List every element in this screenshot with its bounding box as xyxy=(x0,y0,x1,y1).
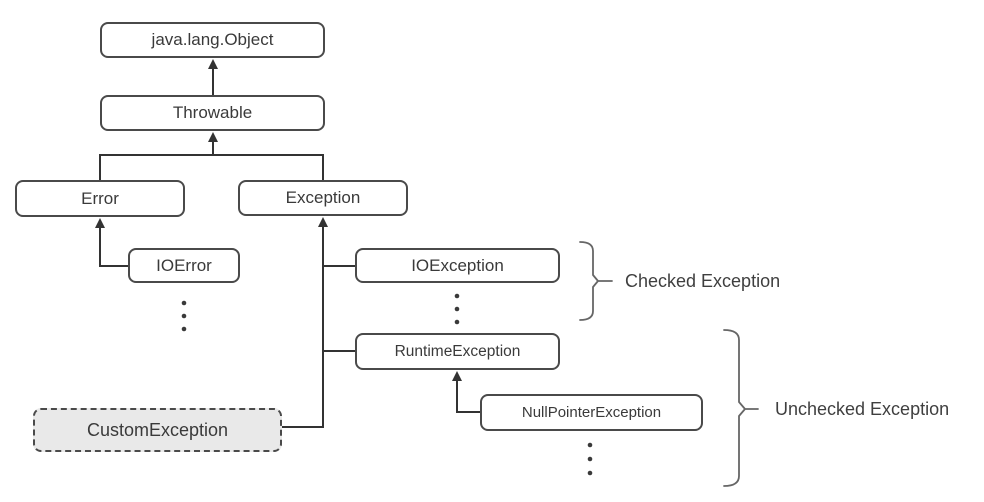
arrowhead-to-runtime xyxy=(452,371,462,381)
unchecked-exception-label: Unchecked Exception xyxy=(775,396,949,422)
node-java-lang-object: java.lang.Object xyxy=(100,22,325,58)
edge-npe-runtime xyxy=(456,380,480,413)
node-throwable: Throwable xyxy=(100,95,325,131)
node-ioexception-label: IOException xyxy=(411,255,504,275)
edge-junction-error-exception xyxy=(99,141,324,180)
node-exception-label: Exception xyxy=(285,188,361,207)
node-ioexception: IOException xyxy=(355,248,560,283)
checked-exception-label-text: Checked Exception xyxy=(625,270,781,291)
checked-exception-bracket xyxy=(579,241,613,321)
arrowhead-to-throwable xyxy=(208,132,218,142)
node-throwable-label: Throwable xyxy=(172,103,253,122)
arrowhead-to-object xyxy=(208,59,218,69)
node-error-label: Error xyxy=(81,188,119,208)
edge-exception-trunk xyxy=(282,226,355,428)
node-error: Error xyxy=(15,180,185,217)
ellipsis-under-npe xyxy=(587,442,593,476)
node-custom-exception: CustomException xyxy=(33,408,282,452)
node-runtime-exception-label: RuntimeException xyxy=(394,342,521,360)
node-null-pointer-exception: NullPointerException xyxy=(480,394,703,431)
node-java-lang-object-label: java.lang.Object xyxy=(151,30,274,49)
unchecked-exception-label-text: Unchecked Exception xyxy=(775,398,950,419)
node-exception: Exception xyxy=(238,180,408,216)
unchecked-exception-bracket xyxy=(723,329,759,487)
node-custom-exception-label: CustomException xyxy=(86,419,229,440)
node-null-pointer-exception-label: NullPointerException xyxy=(521,404,662,421)
ellipsis-under-ioexception xyxy=(454,293,460,325)
edge-ioerror-error xyxy=(99,227,128,267)
node-runtime-exception: RuntimeException xyxy=(355,333,560,370)
node-ioerror-label: IOError xyxy=(156,255,212,275)
checked-exception-label: Checked Exception xyxy=(625,268,780,294)
arrowhead-to-exception xyxy=(318,217,328,227)
arrowhead-to-error xyxy=(95,218,105,228)
ellipsis-under-ioerror xyxy=(181,300,187,332)
node-ioerror: IOError xyxy=(128,248,240,283)
